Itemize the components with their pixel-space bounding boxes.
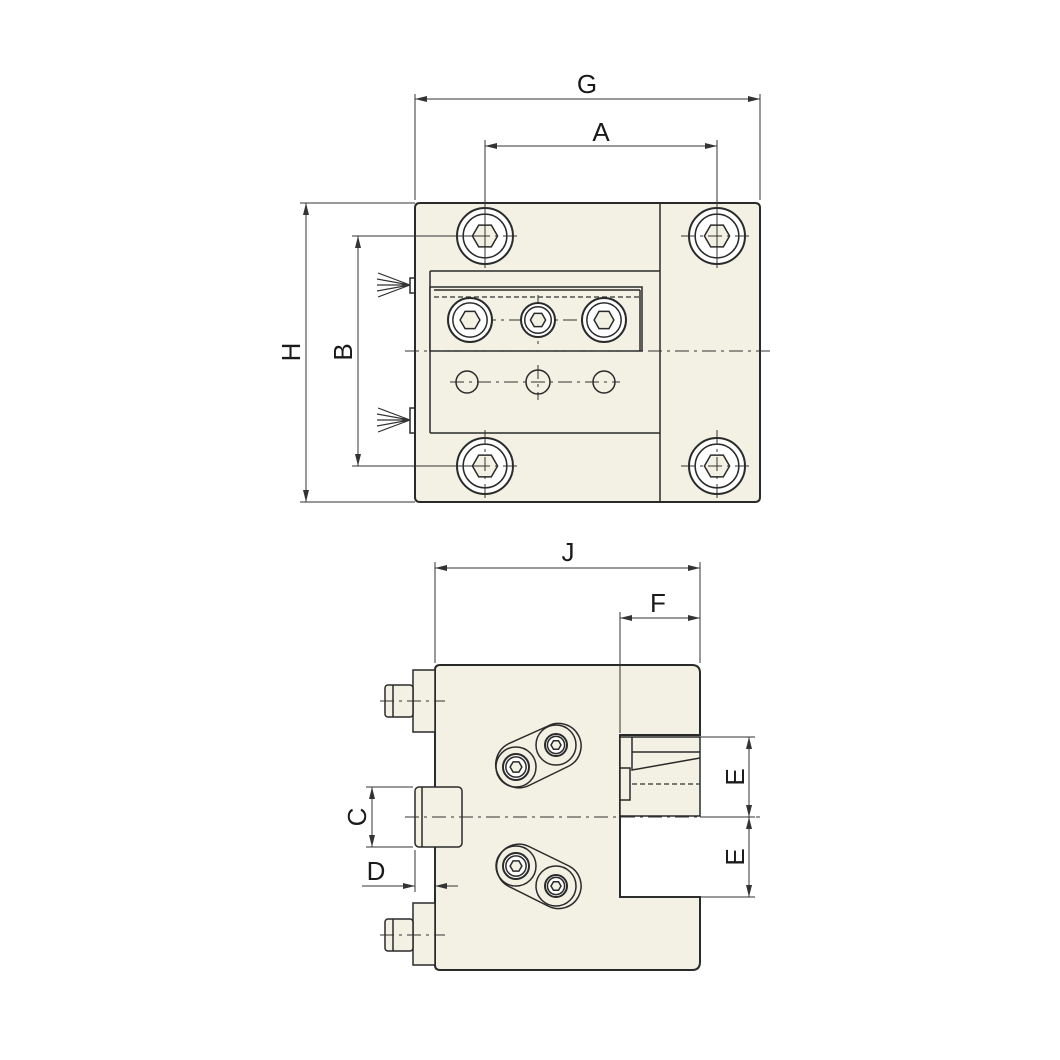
hex-socket-screw-icon [520, 302, 556, 338]
dimension-e-lower: E [620, 817, 755, 898]
small-hole [455, 369, 616, 395]
dimension-b: B [328, 235, 485, 467]
hex-socket-screw-icon [581, 297, 627, 343]
dimension-label-a: A [592, 117, 610, 147]
front-view: J F E E [342, 537, 760, 971]
dimension-label-c: C [342, 808, 372, 827]
dimension-label-g: G [577, 69, 597, 99]
dimension-label-j: J [562, 537, 575, 567]
dimension-c: C [342, 786, 413, 848]
dimension-label-e-lower: E [720, 848, 750, 865]
dimension-d: D [362, 850, 458, 892]
dimension-label-b: B [328, 343, 358, 360]
ground-surface-mark-icon [376, 272, 411, 433]
hex-socket-screw-icon [447, 297, 493, 343]
dimension-j: J [434, 537, 701, 663]
top-view: G A H B [276, 69, 770, 503]
hex-socket-screw-icon [544, 874, 568, 898]
hex-socket-screw-icon [544, 733, 568, 757]
hex-socket-screw-icon [502, 852, 530, 880]
dimension-label-f: F [650, 588, 666, 618]
dimension-label-h: H [276, 343, 306, 362]
top-view-body [414, 202, 761, 503]
dimension-label-e-upper: E [720, 768, 750, 785]
dimension-e-upper: E [700, 736, 755, 818]
jaw-insert [619, 736, 701, 817]
hex-socket-screw-icon [502, 753, 530, 781]
dimension-a: A [484, 117, 718, 262]
dimension-g: G [414, 69, 761, 200]
hex-socket-screw-icon [681, 430, 753, 502]
dimension-f: F [619, 588, 700, 733]
dimension-label-d: D [367, 856, 386, 886]
dimension-h: H [276, 202, 415, 503]
